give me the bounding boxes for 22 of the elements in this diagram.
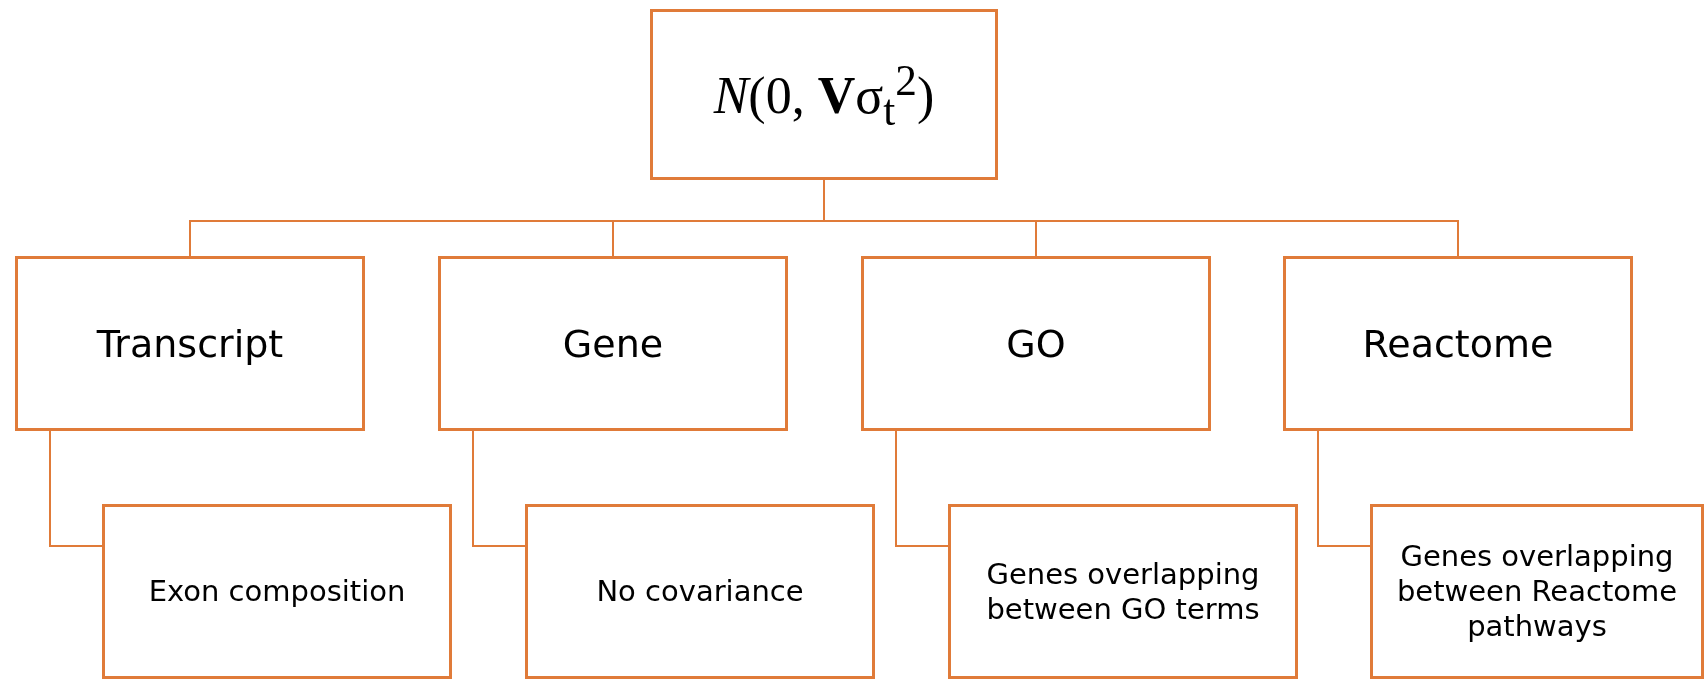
node-label: Genes overlapping between GO terms <box>985 556 1261 627</box>
node-box <box>1370 504 1704 679</box>
node-box <box>438 256 788 431</box>
connector-line <box>49 430 103 547</box>
node-label: Genes overlapping between Reactome pathways <box>1395 539 1679 644</box>
node-label: GO <box>1006 321 1066 366</box>
node-box <box>861 256 1211 431</box>
node-box <box>948 504 1298 679</box>
node-box <box>525 504 875 679</box>
node-box <box>1283 256 1633 431</box>
node-label: Reactome <box>1362 321 1554 366</box>
node-box <box>102 504 452 679</box>
node-label: Exon composition <box>147 574 407 609</box>
node-label: No covariance <box>595 574 805 609</box>
node-label: Transcript <box>96 321 284 366</box>
connector-line <box>472 430 526 547</box>
node-box <box>650 9 998 180</box>
connector-line <box>895 430 949 547</box>
formula-label: N(0, Vσ$_{t}$$^{2}$) <box>713 54 935 135</box>
connector-line <box>1317 430 1371 547</box>
node-box <box>15 256 365 431</box>
node-label: Gene <box>562 321 664 366</box>
